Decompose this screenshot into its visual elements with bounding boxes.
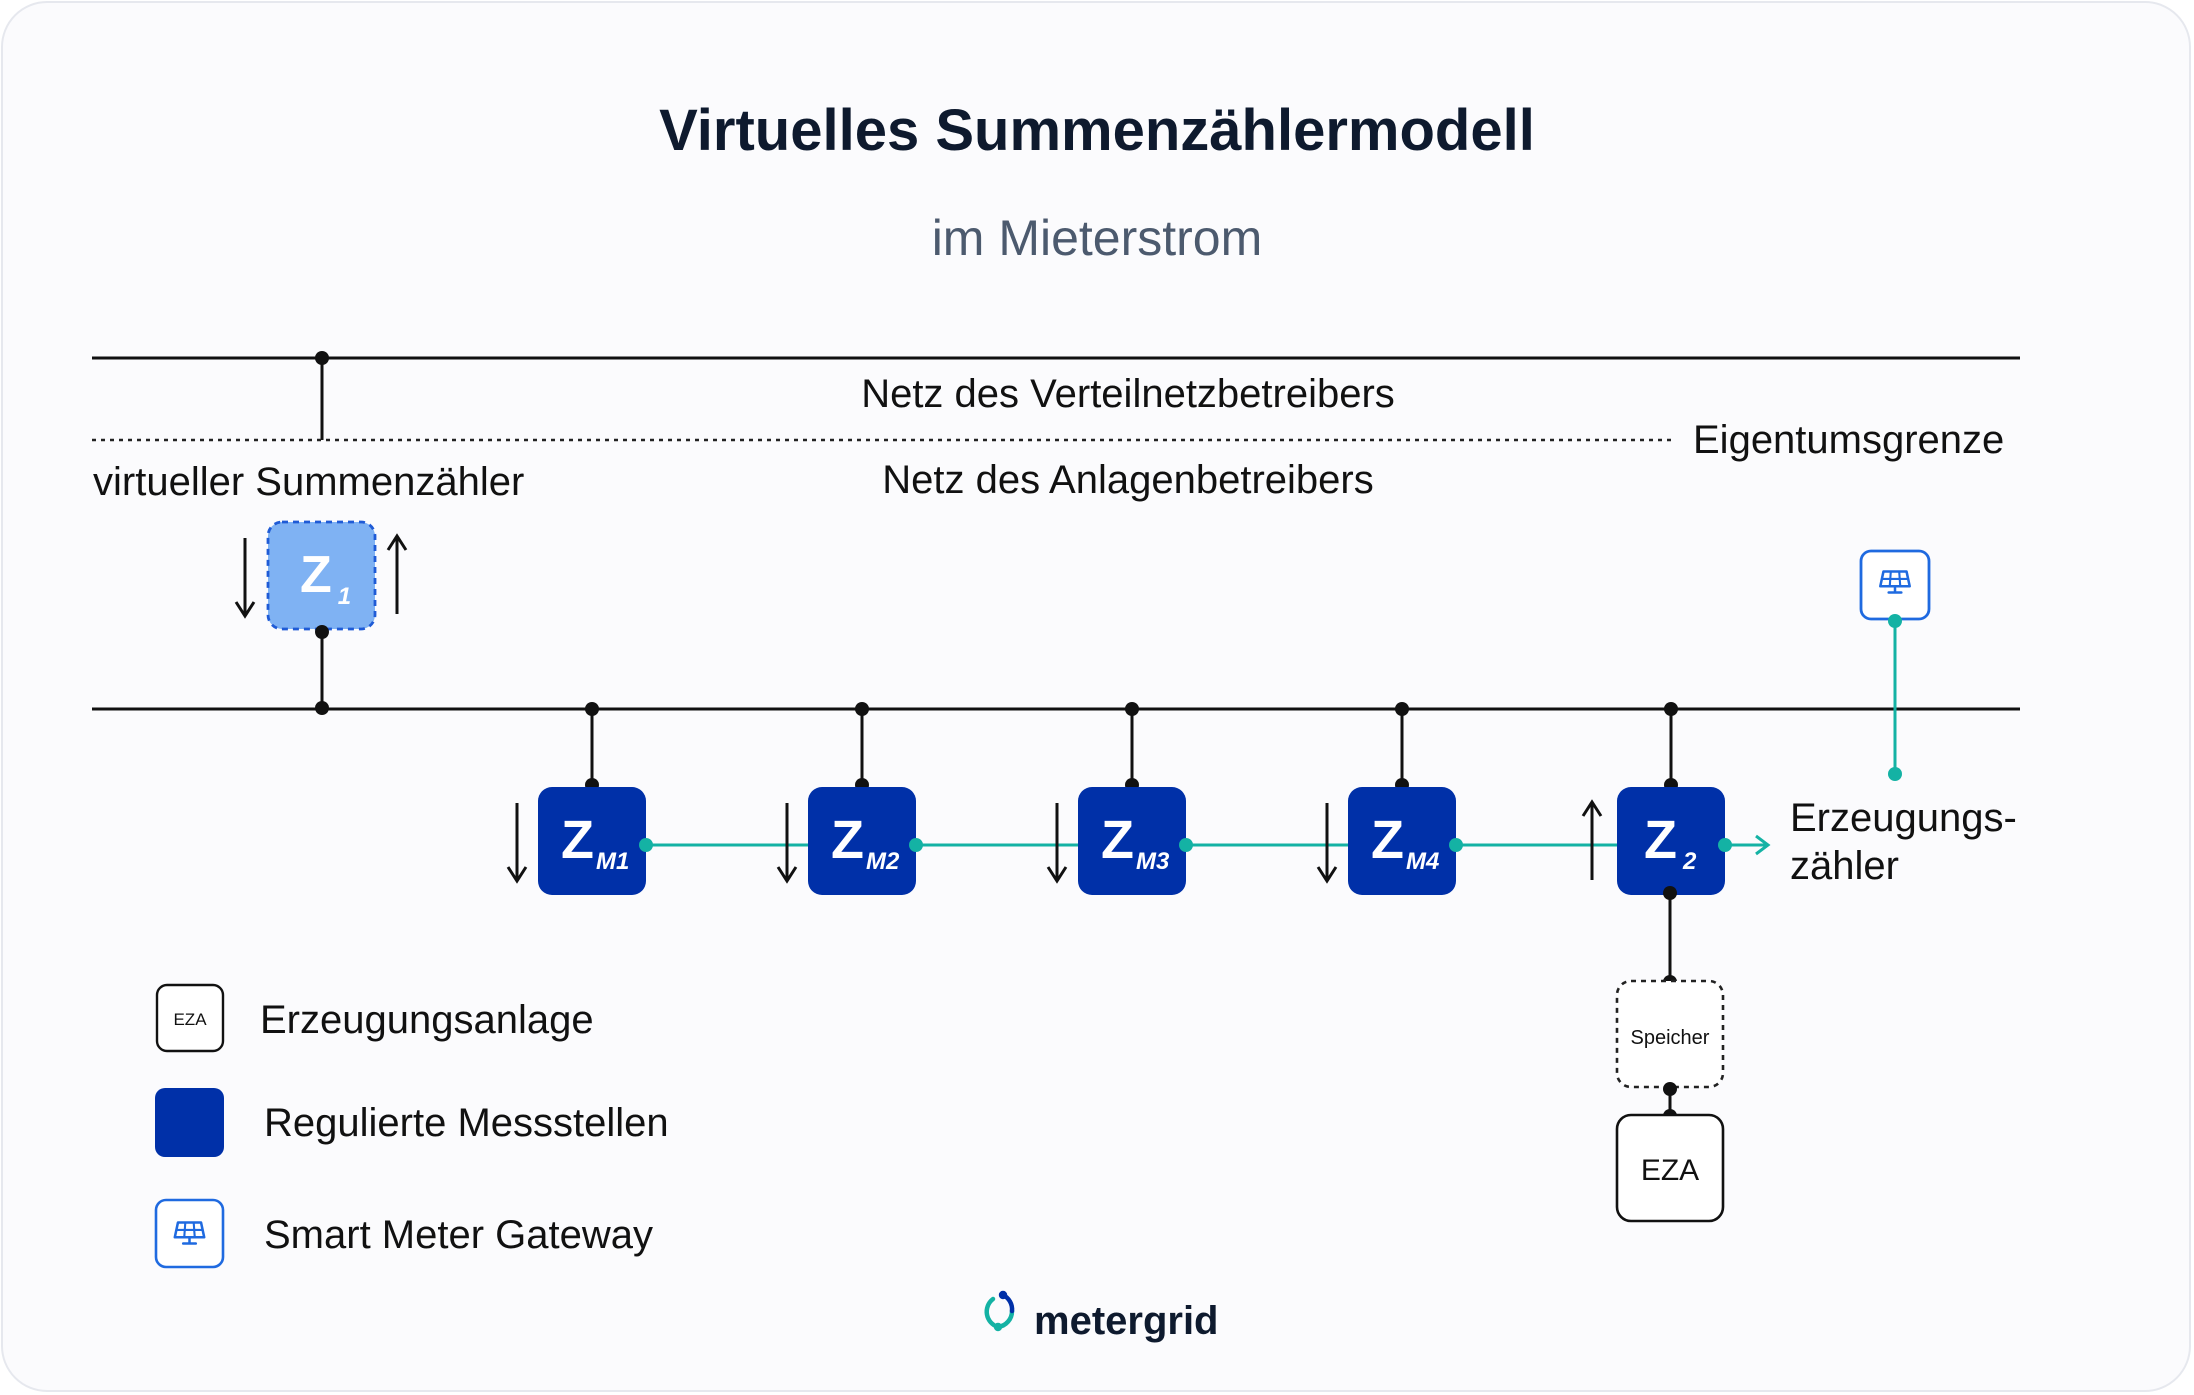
dso-grid-label: Netz des Verteilnetzbetreibers: [861, 372, 1395, 416]
meter-drops: [590, 709, 1673, 785]
meter-zm1[interactable]: ZM1: [538, 787, 646, 895]
generation-output-arrow: [1755, 834, 1771, 856]
storage-label: Speicher: [1631, 1027, 1710, 1049]
metergrid-brand-name: metergrid: [1034, 1299, 1219, 1343]
svg-text:ZM4: ZM4: [1371, 810, 1439, 875]
consumption-arrows: [506, 803, 1338, 884]
eza-label: EZA: [1641, 1154, 1699, 1187]
storage-box[interactable]: [1615, 979, 1725, 1089]
page-subtitle: im Mieterstrom: [932, 210, 1263, 266]
metergrid-logo-icon: [984, 1290, 1015, 1332]
ownership-boundary-label: Eigentumsgrenze: [1693, 418, 2004, 462]
metergrid-logo: metergrid: [984, 1290, 1219, 1343]
legend-regulated-label: Regulierte Messstellen: [264, 1101, 669, 1145]
legend-eza-icon-text: EZA: [173, 1010, 207, 1029]
svg-text:ZM1: ZM1: [561, 810, 629, 875]
legend-gateway-label: Smart Meter Gateway: [264, 1213, 653, 1257]
generation-meter-label: Erzeugungs- zähler: [1790, 796, 2028, 888]
legend: EZA Erzeugungsanlage Regulierte Messstel…: [154, 983, 669, 1269]
legend-item-gateway: Smart Meter Gateway: [154, 1198, 653, 1269]
eza-box-icon: [155, 983, 225, 1053]
regulated-meter-icon: [155, 1088, 224, 1157]
operator-grid-label: Netz des Anlagenbetreibers: [882, 458, 1373, 502]
data-nodes: [639, 838, 1732, 852]
eza-box[interactable]: [1615, 1113, 1725, 1223]
page-title: Virtuelles Summenzählermodell: [659, 98, 1535, 163]
virtual-meter-z1[interactable]: [266, 520, 377, 631]
meter-zm4[interactable]: ZM4: [1348, 787, 1456, 895]
legend-item-regulated: Regulierte Messstellen: [155, 1088, 669, 1157]
generation-arrow-z2: [1581, 799, 1603, 880]
svg-text:ZM2: ZM2: [831, 810, 900, 875]
svg-text:ZM3: ZM3: [1101, 810, 1170, 875]
meter-zm2[interactable]: ZM2: [808, 787, 916, 895]
virtual-meter-label: virtueller Summenzähler: [93, 460, 524, 504]
svg-text:Z2: Z2: [1644, 810, 1697, 875]
dso-node: [315, 351, 329, 365]
meter-zm3[interactable]: ZM3: [1078, 787, 1186, 895]
smart-meter-gateway-legend-icon: [154, 1198, 225, 1269]
legend-item-eza: EZA Erzeugungsanlage: [155, 983, 594, 1053]
legend-eza-label: Erzeugungsanlage: [260, 998, 594, 1042]
